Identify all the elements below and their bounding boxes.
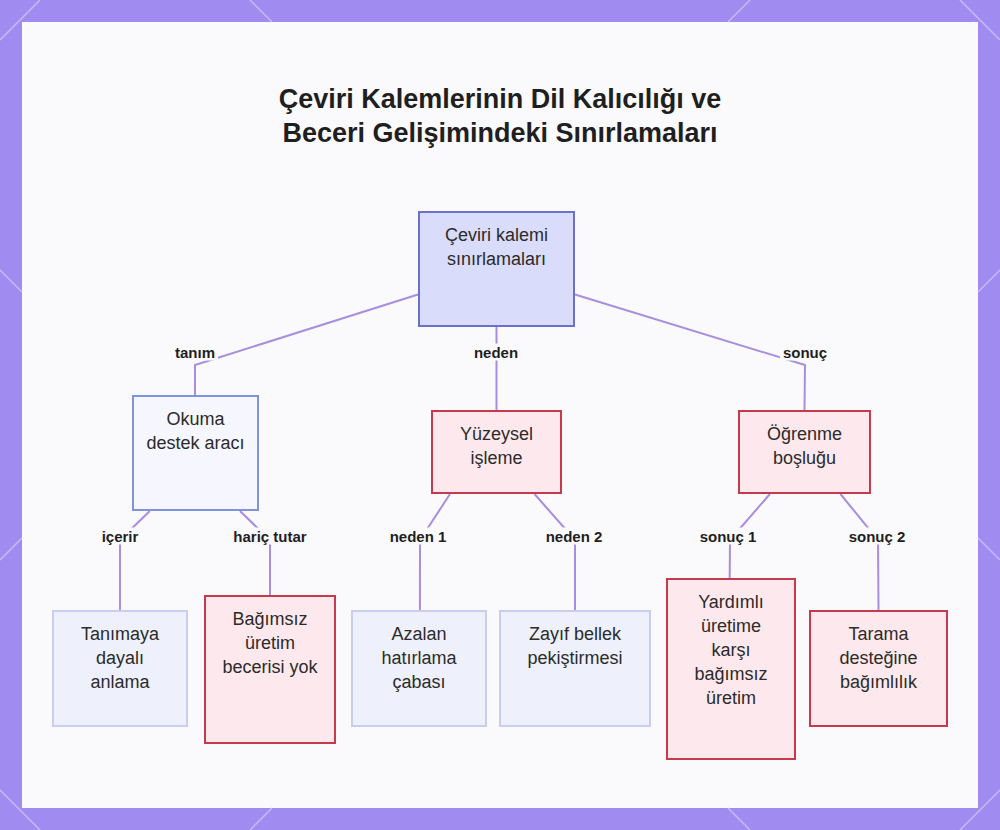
connector-line	[575, 295, 805, 410]
leaf-box: Tarama desteğine bağımlılık	[809, 610, 948, 727]
connector-line	[240, 511, 270, 595]
connector-line	[420, 494, 450, 610]
category-box: Yüzeysel işleme	[431, 410, 562, 494]
edge-label: sonuç 2	[846, 528, 909, 545]
edge-label: sonuç	[780, 344, 830, 361]
edge-label: hariç tutar	[230, 528, 309, 545]
edge-group	[120, 295, 879, 610]
leaf-box: Zayıf bellek pekiştirmesi	[499, 610, 651, 727]
node-label: Çeviri kalemi sınırlamaları	[432, 223, 561, 271]
node-label: Azalan hatırlama çabası	[365, 622, 473, 694]
node-label: Okuma destek aracı	[146, 407, 245, 455]
leaf-box: Tanımaya dayalı anlama	[52, 610, 188, 727]
connector-line	[120, 511, 150, 610]
connector-line	[840, 494, 878, 610]
edge-label: neden 2	[543, 528, 606, 545]
node-label: Tarama desteğine bağımlılık	[823, 622, 934, 694]
edge-label: içerir	[99, 528, 142, 545]
category-box: Okuma destek aracı	[132, 395, 259, 511]
diagram-title: Çeviri Kalemlerinin Dil Kalıcılığı ve Be…	[265, 82, 735, 150]
leaf-box: Bağımsız üretim becerisi yok	[204, 595, 336, 744]
leaf-box: Yardımlı üretime karşı bağımsız üretim	[666, 578, 796, 760]
edge-label: neden	[471, 344, 521, 361]
root-box: Çeviri kalemi sınırlamaları	[418, 211, 575, 327]
connector-line	[496, 327, 498, 410]
node-label: Öğrenme boşluğu	[752, 422, 857, 470]
leaf-box: Azalan hatırlama çabası	[351, 610, 487, 727]
node-label: Zayıf bellek pekiştirmesi	[513, 622, 637, 670]
node-label: Yüzeysel işleme	[445, 422, 548, 470]
edge-label: tanım	[172, 344, 218, 361]
edge-label: neden 1	[387, 528, 450, 545]
edge-label: sonuç 1	[697, 528, 760, 545]
node-label: Tanımaya dayalı anlama	[66, 622, 174, 694]
node-label: Yardımlı üretime karşı bağımsız üretim	[680, 590, 782, 710]
category-box: Öğrenme boşluğu	[738, 410, 871, 494]
connector-line	[534, 494, 575, 610]
connector-line	[195, 295, 418, 395]
inner-panel	[22, 22, 978, 808]
node-label: Bağımsız üretim becerisi yok	[218, 607, 322, 679]
